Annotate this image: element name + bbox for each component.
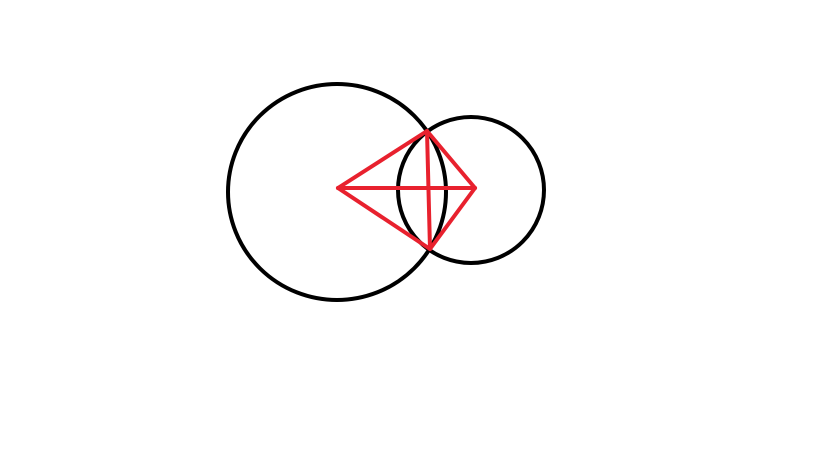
construction-lines-group bbox=[336, 129, 477, 251]
lower-intersection-to-small-center bbox=[428, 186, 477, 251]
center-to-upper-intersection bbox=[336, 129, 429, 190]
center-to-lower-intersection bbox=[336, 186, 432, 251]
upper-intersection-to-small-center bbox=[425, 129, 477, 190]
large-circle bbox=[226, 82, 448, 302]
common-chord bbox=[425, 129, 432, 251]
